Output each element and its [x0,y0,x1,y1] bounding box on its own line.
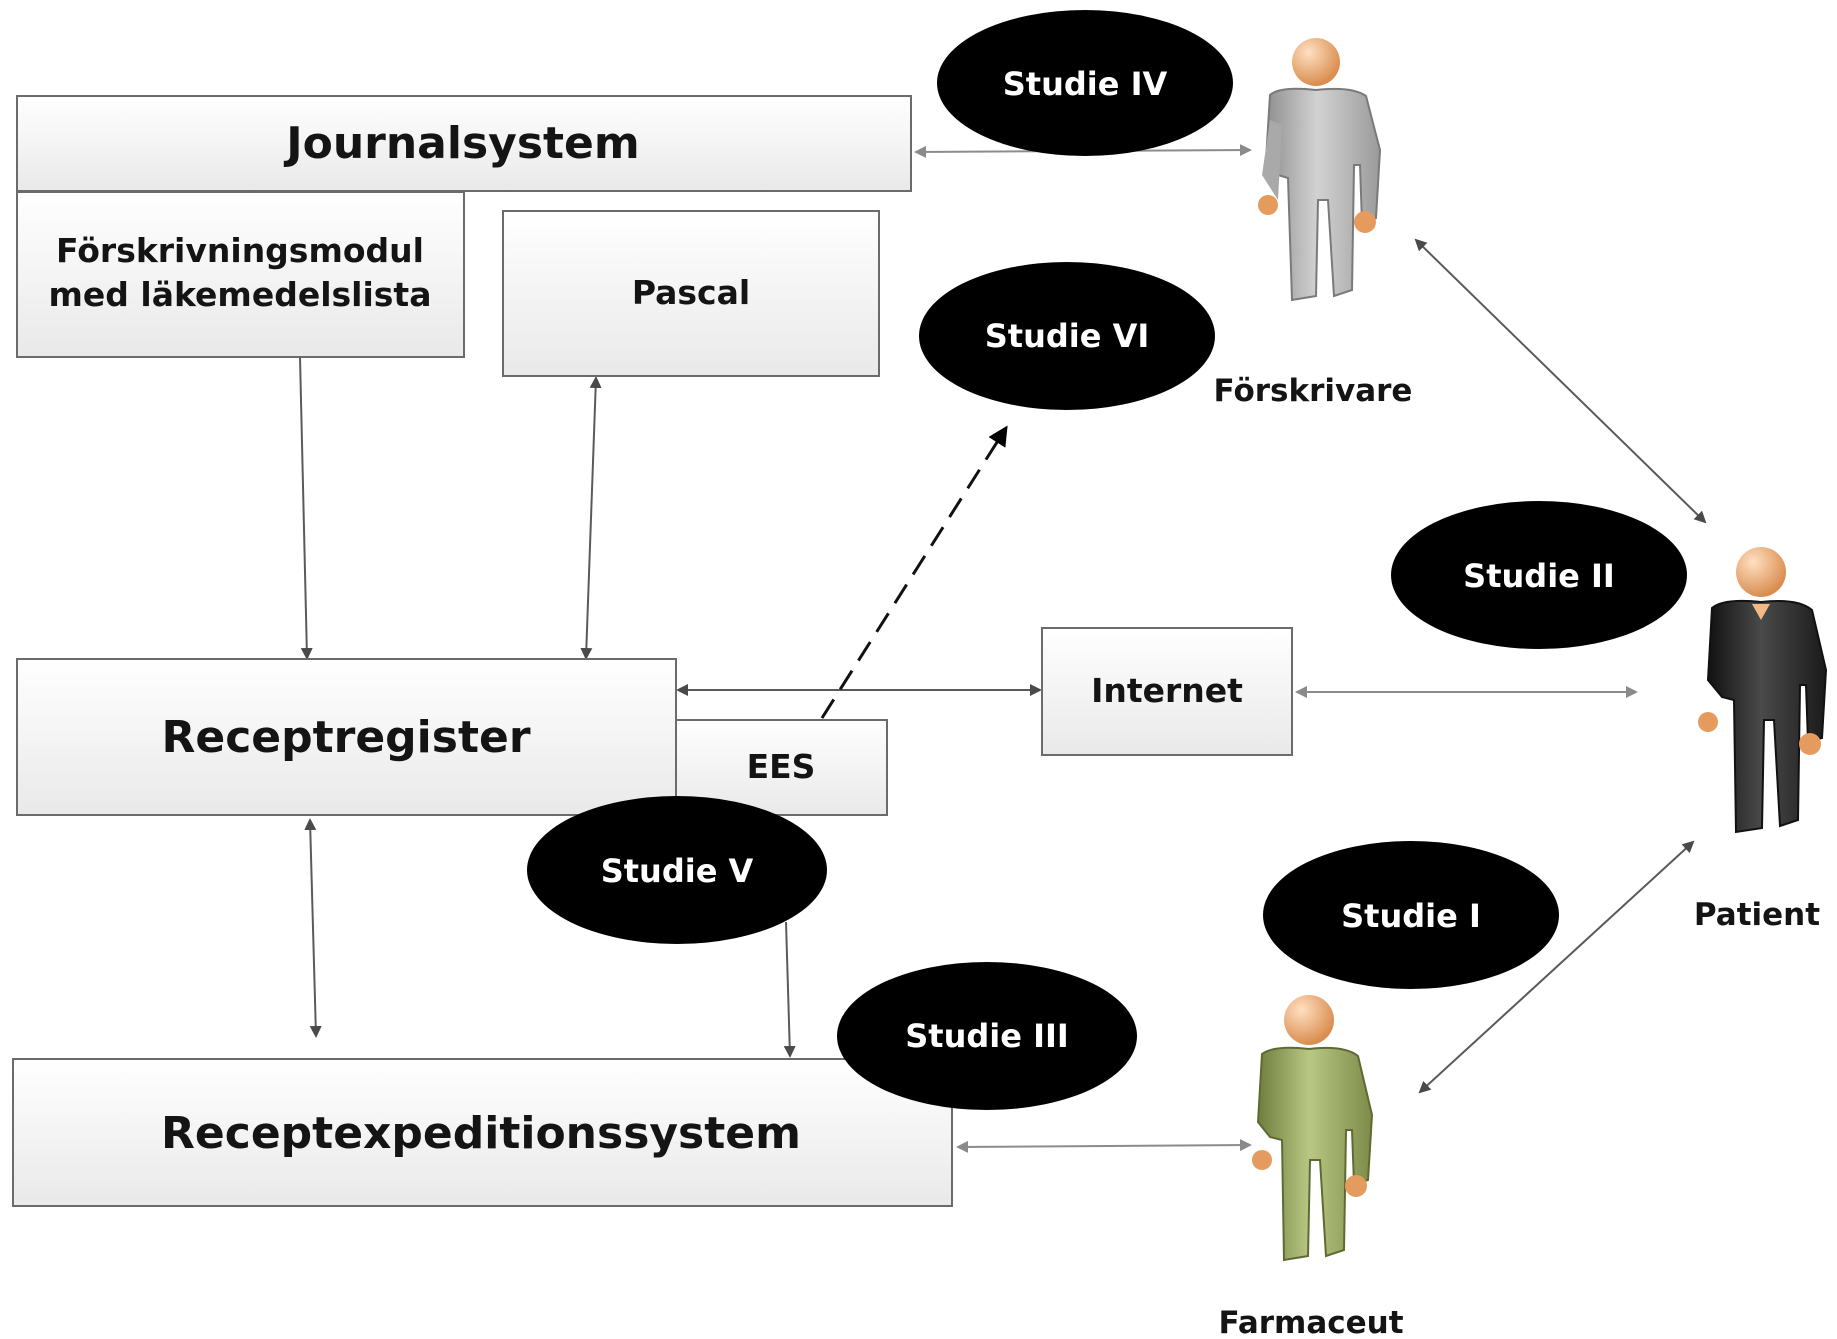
studie-vi-ellipse: Studie VI [919,262,1215,410]
journalsystem-label: Journalsystem [283,118,640,169]
connector-forskrivningsmodul-receptregister [299,356,313,660]
studie-v-label: Studie V [601,852,754,890]
studie-vi-label: Studie VI [985,317,1150,355]
studie-ii-label: Studie II [1463,557,1615,595]
studie-iv-label: Studie IV [1003,65,1168,103]
receptexpeditionssystem-box: Receptexpeditionssystem [12,1058,953,1207]
studie-ii-ellipse: Studie II [1391,501,1687,649]
forskrivare-figure-icon [1258,38,1382,302]
patient-figure-icon [1698,547,1828,834]
connector-pascal-receptregister [580,376,602,660]
farmaceut-figure-icon [1252,995,1374,1262]
forskrivningsmodul-label-line2: med läkemedelslista [49,275,432,314]
forskrivningsmodul-box: Förskrivningsmodul med läkemedelslista [16,191,465,358]
journalsystem-box: Journalsystem [16,95,912,192]
ees-label: EES [747,747,816,786]
studie-iii-ellipse: Studie III [837,962,1137,1110]
receptregister-label: Receptregister [161,712,530,763]
internet-box: Internet [1041,627,1293,756]
studie-i-ellipse: Studie I [1263,841,1559,989]
connector-ees-studie-vi [820,425,1008,719]
studie-v-ellipse: Studie V [527,796,827,944]
studie-i-label: Studie I [1341,897,1481,935]
farmaceut-label: Farmaceut [1218,1305,1403,1339]
connector-receptexpedition-farmaceut [956,1139,1252,1153]
studie-iii-label: Studie III [905,1017,1069,1055]
forskrivare-label: Förskrivare [1214,373,1413,409]
forskrivningsmodul-label-line1: Förskrivningsmodul [56,231,424,270]
ees-box: EES [675,719,888,816]
connector-patient-farmaceut [1418,840,1695,1094]
pascal-box: Pascal [502,210,880,377]
patient-label: Patient [1694,897,1820,933]
internet-label: Internet [1091,671,1243,710]
pascal-label: Pascal [632,273,750,312]
connector-forskrivare-patient [1414,238,1707,524]
connector-studie-v-receptexpedition [783,921,796,1058]
studie-iv-ellipse: Studie IV [937,10,1233,156]
receptexpeditionssystem-label: Receptexpeditionssystem [161,1108,801,1159]
connector-receptregister-receptexpedition [304,818,322,1038]
receptregister-box: Receptregister [16,658,677,816]
